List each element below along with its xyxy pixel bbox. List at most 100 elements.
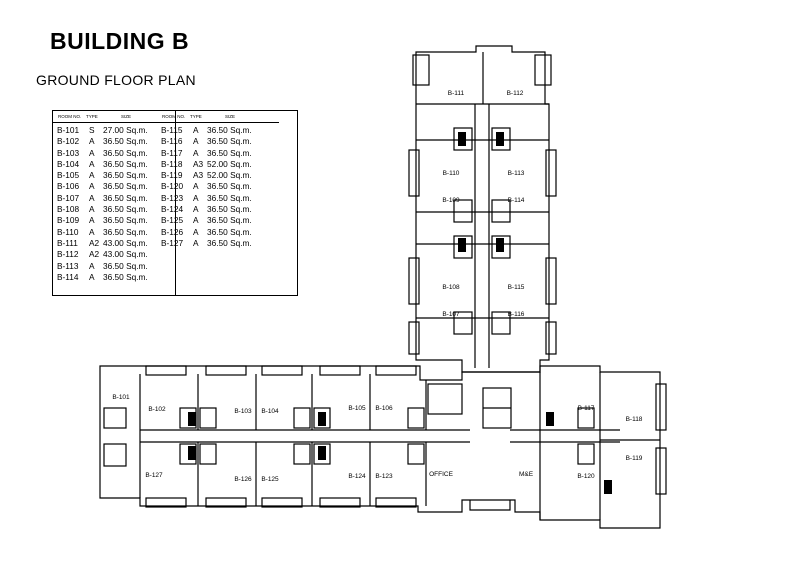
balcony <box>205 365 247 376</box>
room-number-cell: B-105 <box>57 170 80 181</box>
room-number-cell: B-110 <box>57 226 79 237</box>
room-size-cell: 36.50 Sq.m. <box>103 260 148 271</box>
room-type-cell: A3 <box>193 158 204 169</box>
table-row: B-120 A 36.50 Sq.m. <box>157 181 279 192</box>
room-label-b124: B-124 <box>348 473 366 480</box>
balcony <box>408 149 420 197</box>
bathroom <box>199 443 217 465</box>
room-size-cell: 52.00 Sq.m. <box>207 170 252 181</box>
room-size-cell: 36.50 Sq.m. <box>207 204 252 215</box>
balcony <box>412 54 430 86</box>
room-label-b116: B-116 <box>508 311 525 318</box>
room-size-cell: 36.50 Sq.m. <box>103 204 148 215</box>
bathroom <box>491 311 511 335</box>
room-number-cell: B-107 <box>57 192 80 203</box>
balcony <box>319 497 361 508</box>
balcony <box>205 497 247 508</box>
room-number-cell: B-104 <box>57 158 80 169</box>
room-type-cell: A <box>193 204 199 215</box>
main-entrance <box>469 500 511 511</box>
room-type-cell: A <box>89 136 95 147</box>
balcony <box>261 497 303 508</box>
room-type-cell: A <box>193 226 199 237</box>
balcony <box>408 321 420 355</box>
header-type: TYPE <box>190 114 202 119</box>
room-type-cell: A <box>89 226 95 237</box>
bathroom <box>577 443 595 465</box>
balcony <box>319 365 361 376</box>
room-number-cell: B-113 <box>57 260 79 271</box>
bathroom <box>199 407 217 429</box>
room-number-cell: B-101 <box>57 125 80 135</box>
bathroom <box>491 235 511 259</box>
room-schedule-table: ROOM NO. TYPE SIZE B-101 S 27.00 Sq.m. B-10… <box>52 110 298 296</box>
north-wing-outline <box>415 45 550 373</box>
room-label-b110: B-110 <box>443 170 460 177</box>
duct-shaft <box>188 412 196 426</box>
room-number-cell: B-111 <box>57 237 78 248</box>
room-label-office: OFFICE <box>429 471 453 478</box>
room-number-cell: B-114 <box>57 271 79 282</box>
room-number-cell: B-108 <box>57 204 80 215</box>
balcony <box>655 383 667 431</box>
room-type-cell: A <box>89 192 95 203</box>
room-number-cell: B-124 <box>161 204 184 215</box>
room-label-b106: B-106 <box>375 405 393 412</box>
balcony <box>545 149 557 197</box>
room-label-b120: B-120 <box>577 473 595 480</box>
room-size-cell: 36.50 Sq.m. <box>207 181 252 192</box>
balcony <box>375 365 417 376</box>
room-type-cell: A <box>89 147 95 158</box>
duct-shaft <box>546 412 554 426</box>
room-number-cell: B-119 <box>161 170 183 181</box>
duct-shaft <box>458 132 466 146</box>
header-type: TYPE <box>86 114 98 119</box>
room-number-cell: B-126 <box>161 226 184 237</box>
room-size-cell: 36.50 Sq.m. <box>207 237 252 248</box>
room-size-cell: 36.50 Sq.m. <box>207 215 252 226</box>
room-size-cell: 36.50 Sq.m. <box>103 192 148 203</box>
room-label-b107: B-107 <box>442 311 460 318</box>
table-header: ROOM NO. TYPE SIZE <box>53 111 175 123</box>
bathroom <box>491 127 511 151</box>
duct-shaft <box>458 238 466 252</box>
room-type-cell: A <box>89 181 95 192</box>
room-size-cell: 36.50 Sq.m. <box>103 158 148 169</box>
room-label-b101: B-101 <box>112 394 130 401</box>
room-type-cell: A <box>89 204 95 215</box>
bathroom <box>293 443 311 465</box>
room-type-cell: S <box>89 125 95 135</box>
room-number-cell: B-125 <box>161 215 184 226</box>
room-label-me: M&E <box>519 471 534 478</box>
table-row: B-108 A 36.50 Sq.m. <box>53 204 175 215</box>
room-number-cell: B-112 <box>57 249 79 260</box>
room-label-b118: B-118 <box>626 416 643 423</box>
table-row: B-107 A 36.50 Sq.m. <box>53 193 175 204</box>
duct-shaft <box>318 446 326 460</box>
bathroom <box>313 407 331 429</box>
balcony <box>408 257 420 305</box>
room-type-cell: A <box>193 136 199 147</box>
balcony <box>145 365 187 376</box>
room-label-b111: B-111 <box>448 90 465 97</box>
bathroom <box>293 407 311 429</box>
bathroom <box>453 311 473 335</box>
duct-shaft <box>496 238 504 252</box>
room-type-cell: A <box>193 181 199 192</box>
room-number-cell: B-120 <box>161 181 184 192</box>
room-type-cell: A2 <box>89 249 100 260</box>
room-size-cell: 27.00 Sq.m. <box>103 125 148 135</box>
room-label-b115: B-115 <box>508 284 525 291</box>
header-size: SIZE <box>225 114 236 119</box>
room-size-cell: 36.50 Sq.m. <box>103 170 148 181</box>
